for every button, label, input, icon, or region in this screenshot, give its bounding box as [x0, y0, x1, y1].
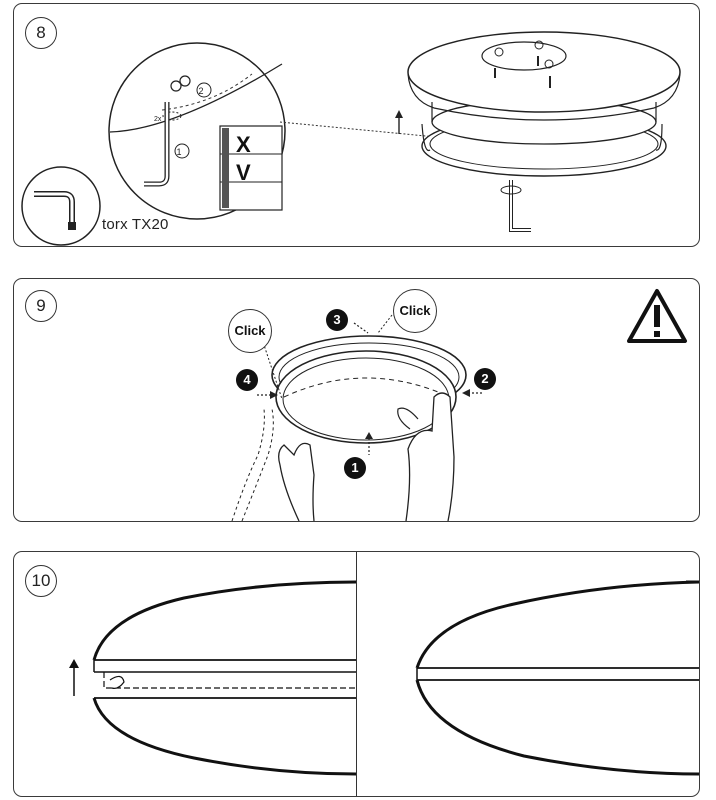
click-bubble-left: Click	[228, 309, 272, 353]
torx-key-inset	[21, 166, 101, 246]
step-8-illustration: 2x 1 2 X V	[21, 31, 681, 246]
wrong-mark: X	[236, 132, 251, 157]
step-10-panel: 10	[13, 551, 700, 797]
step-number-badge: 10	[25, 565, 57, 597]
hands	[231, 392, 455, 521]
step-9-illustration	[231, 289, 687, 521]
callout-2: 2	[198, 86, 203, 96]
diffuser-closed-view	[415, 580, 699, 776]
diffuser-open-view	[69, 580, 357, 776]
step-number-badge: 9	[25, 290, 57, 322]
step-10-illustration	[69, 580, 699, 776]
step-9-panel: 9 Clic	[13, 278, 700, 522]
order-badge-2: 2	[474, 368, 496, 390]
right-mark: V	[236, 160, 251, 185]
magnified-detail: 2x 1 2 X V	[108, 42, 510, 220]
callout-1: 1	[176, 147, 181, 157]
order-badge-3: 3	[326, 309, 348, 331]
quantity-label: 2x	[154, 116, 162, 123]
click-bubble-right: Click	[393, 289, 437, 333]
luminaire-body	[395, 31, 681, 232]
step-number-badge: 8	[25, 17, 57, 49]
order-badge-1: 1	[344, 457, 366, 479]
order-badge-4: 4	[236, 369, 258, 391]
panel-divider	[356, 552, 357, 796]
step-8-panel: 8 2x 1 2 X	[13, 3, 700, 247]
warning-triangle-icon	[627, 289, 687, 343]
tool-label: torx TX20	[102, 216, 169, 233]
